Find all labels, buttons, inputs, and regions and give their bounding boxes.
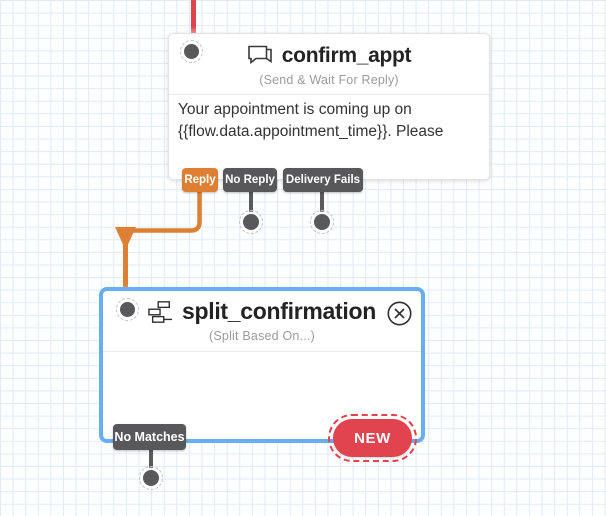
- chat-bubble-icon: [247, 44, 273, 68]
- incoming-connector-line: [191, 0, 196, 46]
- widget-type-subtitle: (Send & Wait For Reply): [259, 73, 399, 87]
- widget-title-row: split_confirmation: [103, 298, 421, 325]
- transition-output-port[interactable]: [310, 210, 334, 234]
- widget-body-preview: Your appointment is coming up on {{flow.…: [178, 99, 483, 142]
- transition-output-port[interactable]: [239, 210, 263, 234]
- port-dot: [120, 302, 135, 317]
- reply-connector-tail: [123, 245, 128, 305]
- port-dot: [314, 214, 330, 230]
- body-line: Your appointment is coming up on: [178, 101, 412, 118]
- port-dot: [143, 470, 159, 486]
- new-transition-button[interactable]: NEW: [328, 414, 417, 462]
- transition-reply-button[interactable]: Reply: [182, 168, 218, 192]
- widget-title-row: confirm_appt: [169, 44, 489, 68]
- transition-delivery-fails-button[interactable]: Delivery Fails: [283, 168, 363, 192]
- body-line: {{flow.data.appointment_time}}. Please: [178, 122, 444, 140]
- widget-type-subtitle: (Split Based On...): [209, 329, 315, 343]
- transition-output-port[interactable]: [139, 466, 163, 490]
- port-dot: [243, 214, 259, 230]
- transition-no-matches-button[interactable]: No Matches: [113, 424, 186, 450]
- transition-stem: [149, 449, 153, 468]
- widget-split-confirmation[interactable]: split_confirmation (Split Based On...): [99, 287, 425, 443]
- divider: [103, 351, 421, 352]
- widget-entry-port[interactable]: [116, 298, 139, 321]
- widget-title: split_confirmation: [182, 298, 376, 324]
- widget-entry-port[interactable]: [180, 40, 203, 63]
- transition-no-reply-button[interactable]: No Reply: [223, 168, 277, 192]
- port-dot: [184, 44, 199, 59]
- transition-stem: [249, 192, 253, 212]
- widget-title: confirm_appt: [281, 44, 412, 67]
- close-icon[interactable]: [387, 301, 412, 326]
- split-icon: [148, 300, 173, 324]
- divider: [169, 94, 489, 95]
- widget-confirm-appt[interactable]: confirm_appt (Send & Wait For Reply) You…: [168, 33, 490, 180]
- transition-stem: [320, 192, 324, 212]
